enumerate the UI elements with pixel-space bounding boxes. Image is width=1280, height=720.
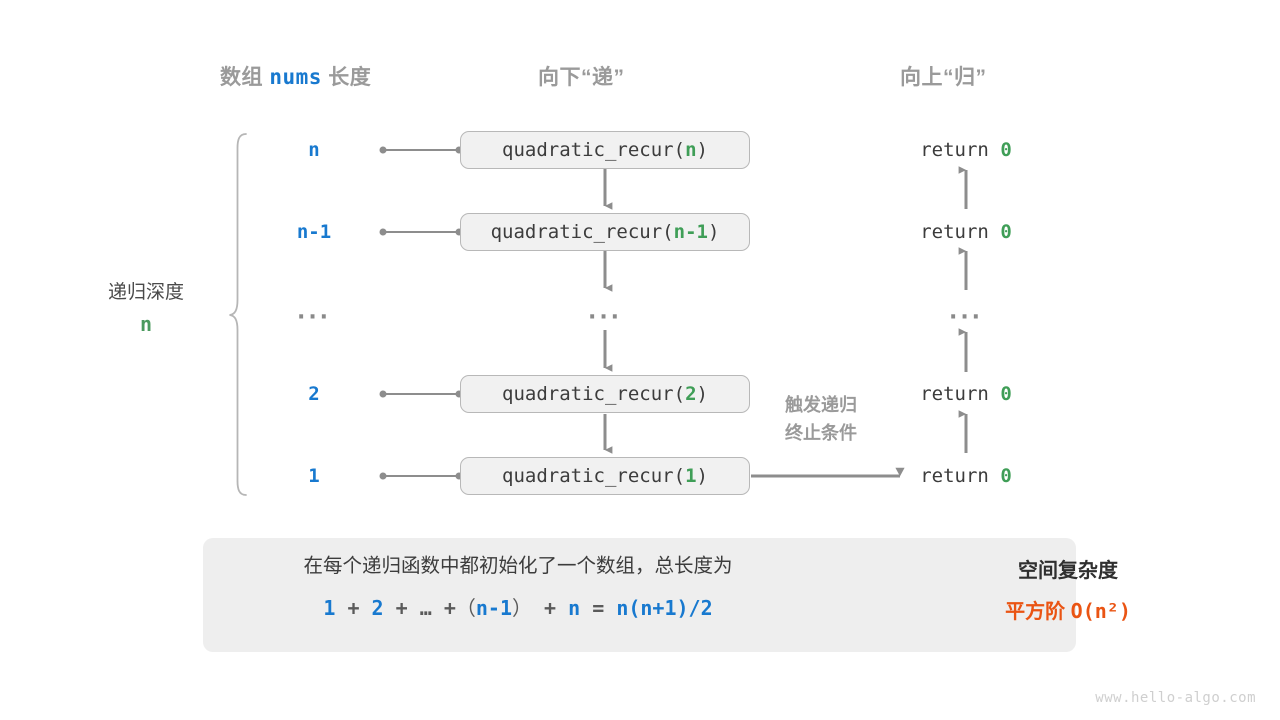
formula-op-2: +: [395, 596, 408, 621]
array-length-row-3: 2: [308, 383, 320, 405]
connector-dot-right-3: [455, 390, 463, 398]
return-row-1: return 0: [920, 221, 1012, 243]
return-text-1: return: [920, 221, 1001, 243]
call-box-arg-4: 1: [685, 465, 697, 487]
formula-lparen: （: [455, 596, 476, 621]
header-array-prefix: 数组: [220, 66, 270, 89]
array-length-row-1: n-1: [296, 221, 332, 243]
call-box-suffix-3: ): [696, 383, 708, 405]
recursion-depth-value: n: [139, 312, 153, 337]
formula-op-1: +: [347, 596, 360, 621]
recursion-depth-label: 递归深度 n: [88, 278, 204, 340]
call-box-suffix-4: ): [696, 465, 708, 487]
formula-result: n(n+1)/2: [616, 596, 713, 621]
array-length-row-0: n: [308, 139, 320, 161]
space-complexity-title: 空间复杂度: [1018, 560, 1118, 582]
return-row-0: return 0: [920, 139, 1012, 161]
site-watermark: www.hello-algo.com: [1095, 690, 1256, 706]
call-box-arg-3: 2: [685, 383, 697, 405]
termination-note-line1: 触发递归: [785, 395, 857, 416]
return-text-4: return: [920, 465, 1001, 487]
call-box-row-1: quadratic_recur(n-1): [460, 213, 750, 251]
recursion-depth-title: 递归深度: [107, 282, 184, 303]
call-box-row-3: quadratic_recur(2): [460, 375, 750, 413]
return-value-1: 0: [1000, 221, 1012, 243]
termination-note: 触发递归 终止条件: [785, 392, 857, 448]
header-descend: 向下“递”: [538, 66, 625, 89]
connector-dot-right-0: [455, 146, 463, 154]
call-box-prefix-4: quadratic_recur(: [502, 465, 686, 487]
formula-rparen: ）: [511, 596, 532, 621]
formula-term-2: 2: [371, 596, 384, 621]
call-box-row-0: quadratic_recur(n): [460, 131, 750, 169]
formula-ellipsis: …: [419, 596, 432, 621]
formula-op-4: +: [544, 596, 557, 621]
space-complexity-prefix: 平方阶: [1005, 601, 1071, 623]
header-array-length: 数组 nums 长度: [220, 61, 371, 91]
formula-equals: =: [592, 596, 605, 621]
call-box-prefix-0: quadratic_recur(: [502, 139, 686, 161]
connector-line-4: [383, 475, 460, 477]
space-complexity-value: 平方阶 O(n²): [883, 595, 1253, 624]
termination-note-line2: 终止条件: [785, 423, 857, 443]
return-row-3: return 0: [920, 383, 1012, 405]
connector-line-1: [383, 231, 460, 233]
call-box-prefix-1: quadratic_recur(: [490, 221, 674, 243]
return-value-4: 0: [1000, 465, 1012, 487]
formula-term-1: 1: [323, 596, 336, 621]
formula-op-3: +: [443, 596, 456, 621]
header-ascend: 向上“归”: [900, 66, 987, 89]
curly-brace-icon: [229, 133, 247, 496]
call-box-prefix-3: quadratic_recur(: [502, 383, 686, 405]
header-array-nums: nums: [269, 65, 322, 89]
return-value-0: 0: [1000, 139, 1012, 161]
call-box-arg-1: n-1: [673, 221, 708, 243]
connector-dot-right-1: [455, 228, 463, 236]
array-length-row-4: 1: [308, 465, 320, 487]
formula-term-3: n-1: [475, 596, 512, 621]
summary-left: 在每个递归函数中都初始化了一个数组，总长度为 1 + 2 + … +（n-1） …: [233, 552, 803, 621]
return-text-0: return: [920, 139, 1001, 161]
summary-formula: 1 + 2 + … +（n-1） + n = n(n+1)/2: [233, 592, 803, 621]
return-row-2-ellipsis: ...: [948, 299, 984, 325]
call-box-arg-0: n: [685, 139, 697, 161]
space-complexity-notation: O(n²): [1070, 599, 1131, 623]
summary-right: 空间复杂度 平方阶 O(n²): [883, 554, 1253, 624]
call-box-suffix-0: ): [696, 139, 708, 161]
formula-term-4: n: [568, 596, 581, 621]
call-box-row-4: quadratic_recur(1): [460, 457, 750, 495]
connector-dot-right-4: [455, 472, 463, 480]
return-value-3: 0: [1000, 383, 1012, 405]
return-row-4: return 0: [920, 465, 1012, 487]
header-array-suffix: 长度: [321, 66, 372, 89]
connector-line-0: [383, 149, 460, 151]
connector-line-3: [383, 393, 460, 395]
summary-description: 在每个递归函数中都初始化了一个数组，总长度为: [303, 555, 733, 577]
summary-panel: 在每个递归函数中都初始化了一个数组，总长度为 1 + 2 + … +（n-1） …: [203, 538, 1131, 652]
call-box-suffix-1: ): [707, 221, 720, 243]
call-box-row-2-ellipsis: ...: [587, 299, 623, 325]
return-text-3: return: [920, 383, 1001, 405]
array-length-row-2-ellipsis: ...: [296, 299, 332, 325]
